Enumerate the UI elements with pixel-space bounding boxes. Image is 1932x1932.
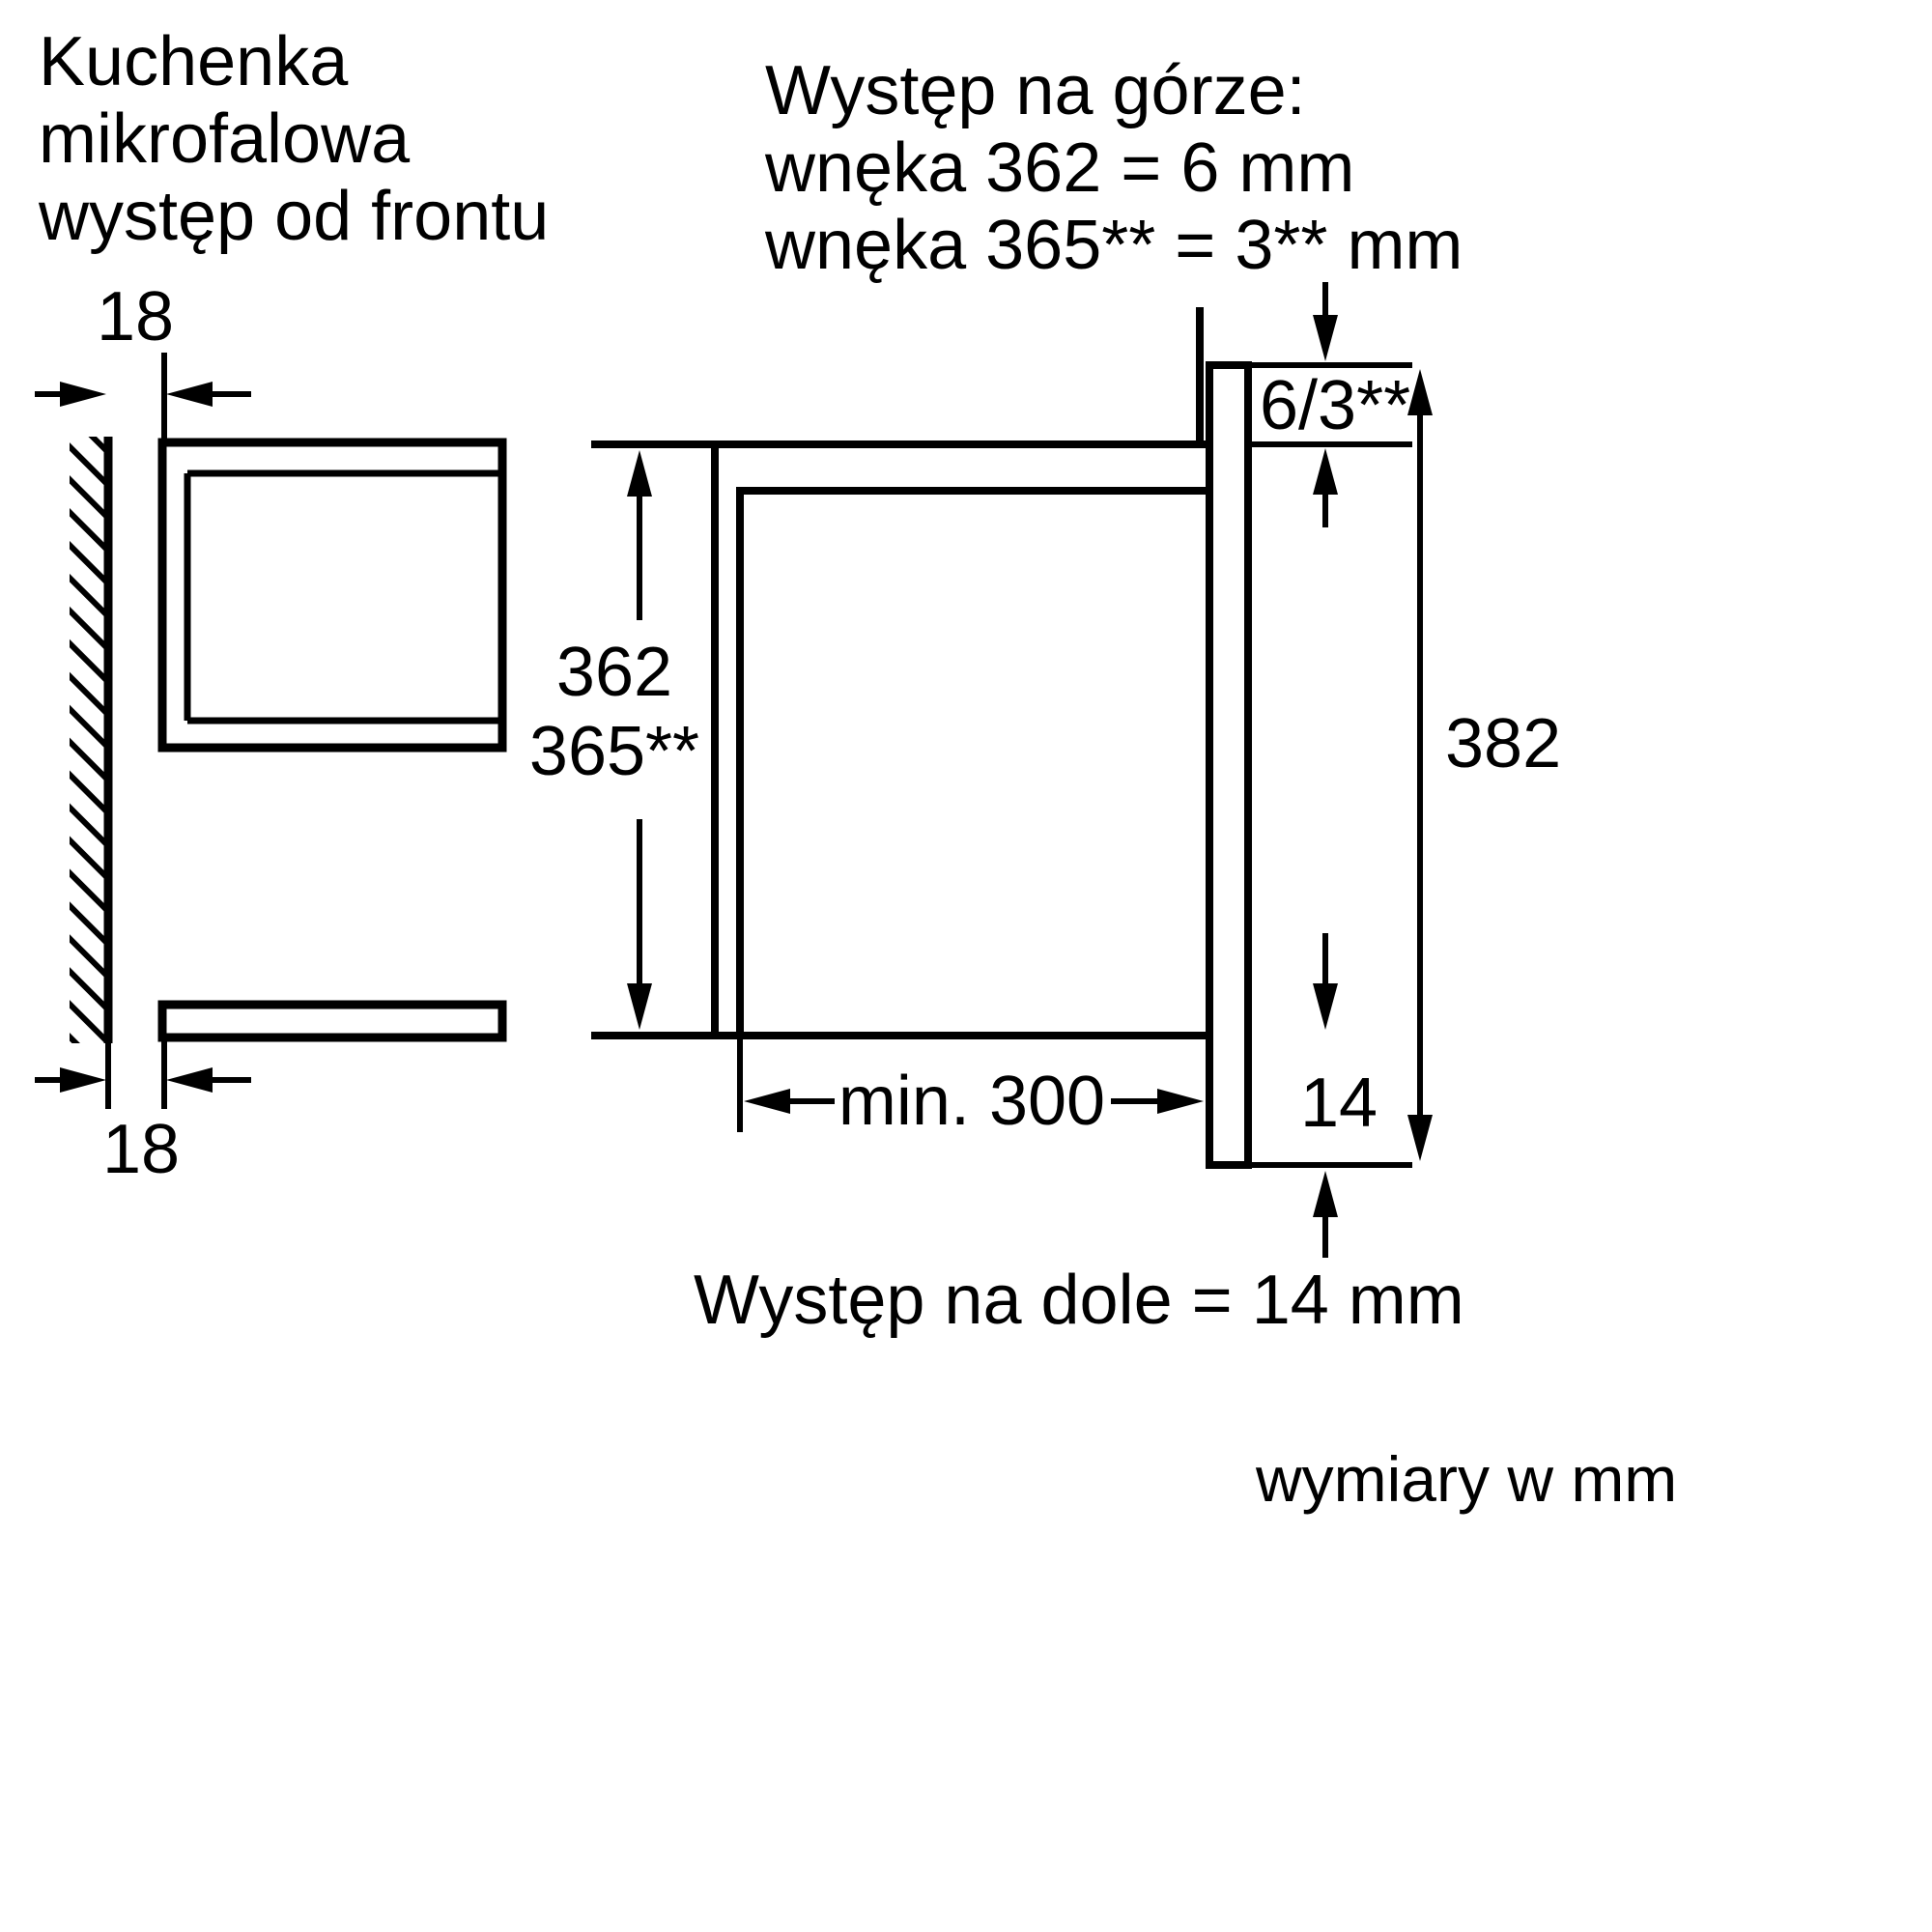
- arrowhead-down-icon: [1407, 1115, 1433, 1161]
- arrowhead-right-icon: [60, 1067, 106, 1093]
- microwave-body-outline: [157, 438, 507, 753]
- appliance-body: [736, 487, 1213, 1039]
- dim-front-height-label: 382: [1445, 705, 1561, 782]
- bottom-protrusion-note: Występ na dole = 14 mm: [694, 1262, 1464, 1339]
- diagram-title-line-3: występ od frontu: [38, 178, 549, 255]
- top-note-line-3: wnęka 365** = 3** mm: [764, 207, 1463, 284]
- arrowhead-up-icon: [1313, 448, 1338, 495]
- arrowhead-left-icon: [166, 382, 213, 407]
- dim-niche-height: 362 365**: [529, 450, 699, 1030]
- dim-bottom-protrusion-label: 14: [1300, 1065, 1378, 1142]
- microwave-outer-rect: [157, 438, 507, 753]
- arrowhead-down-icon: [1313, 315, 1338, 361]
- wall-section: [70, 437, 113, 1043]
- arrowhead-right-icon: [1157, 1089, 1204, 1114]
- diagram-title-line-1: Kuchenka: [39, 23, 349, 100]
- wall-hatch: [70, 437, 108, 1043]
- dim-gap-bottom-label: 18: [102, 1111, 180, 1188]
- units-note: wymiary w mm: [1255, 1443, 1677, 1515]
- diagram-title-line-2: mikrofalowa: [39, 100, 411, 178]
- arrowhead-left-icon: [744, 1089, 790, 1114]
- arrowhead-left-icon: [166, 1067, 213, 1093]
- top-note-line-1: Występ na górze:: [765, 52, 1306, 129]
- right-section-view: Występ na górze: wnęka 362 = 6 mm wnęka …: [529, 52, 1561, 1339]
- arrowhead-down-icon: [1313, 983, 1338, 1030]
- dim-gap-top: 18: [35, 278, 251, 440]
- cabinet-shelf-outline: [157, 1000, 507, 1042]
- dim-front-height: 382: [1252, 369, 1561, 1168]
- dim-niche-height-primary-label: 362: [556, 634, 672, 711]
- dim-niche-height-alt-label: 365**: [529, 713, 699, 790]
- dim-min-depth-label: min. 300: [838, 1063, 1105, 1140]
- dim-bottom-protrusion: 14: [1300, 933, 1378, 1258]
- dim-top-protrusion: 6/3**: [1252, 282, 1412, 527]
- arrowhead-up-icon: [1313, 1171, 1338, 1217]
- dim-top-protrusion-label: 6/3**: [1260, 367, 1410, 444]
- left-side-view: Kuchenka mikrofalowa występ od frontu 18: [35, 23, 549, 1188]
- arrowhead-right-icon: [60, 382, 106, 407]
- dim-gap-top-label: 18: [97, 278, 174, 355]
- top-note-line-2: wnęka 362 = 6 mm: [764, 129, 1354, 207]
- arrowhead-down-icon: [627, 983, 652, 1030]
- dim-min-depth: min. 300: [737, 1039, 1204, 1140]
- door-front-panel: [1206, 361, 1252, 1169]
- dim-gap-bottom: 18: [35, 1037, 251, 1188]
